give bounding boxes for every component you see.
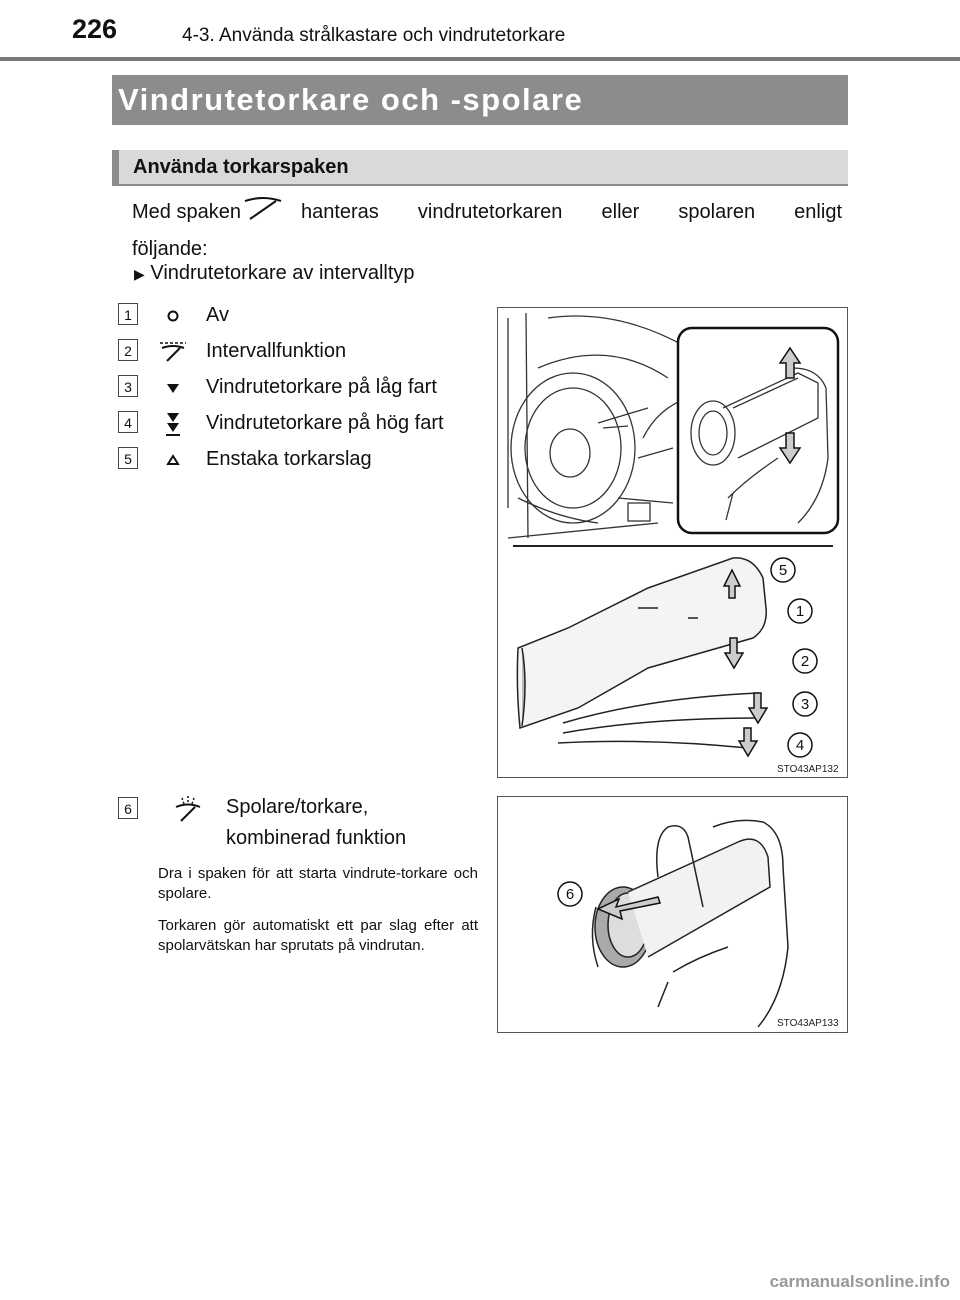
item-label-5: Enstaka torkarslag: [206, 448, 372, 470]
header-rule: [0, 57, 960, 61]
item-number-3: 3: [118, 375, 138, 397]
callout-2-circle: [792, 648, 818, 674]
intro-text-end: följande:: [132, 238, 208, 260]
item-label-3: Vindrutetorkare på låg fart: [206, 376, 437, 398]
item-number-2: 2: [118, 339, 138, 361]
item-number-5: 5: [118, 447, 138, 469]
item-label-2: Intervallfunktion: [206, 340, 347, 362]
figure-2-id: STO43AP133: [777, 1018, 839, 1029]
callout-6-label: 6: [566, 886, 574, 903]
intro-text-start: Med spaken: [132, 201, 241, 223]
callout-1-circle: [787, 598, 813, 624]
item-label-6-line1: Spolare/torkare,: [226, 796, 369, 818]
item-number-4: 4: [118, 411, 138, 433]
page-number: 226: [72, 14, 118, 44]
callout-4-circle: [787, 732, 813, 758]
subsection-title: Använda torkarspaken: [112, 150, 848, 186]
bullet-text: Vindrutetorkare av intervalltyp: [150, 262, 415, 284]
figure-wiper-lever: 5 1 2 3 4: [497, 307, 848, 778]
single-triangle-down-icon: [158, 376, 188, 400]
watermark-text: carmanualsonline.info: [769, 1272, 950, 1291]
callout-3-label: 3: [801, 696, 809, 713]
bullet-arrow-icon: ▶: [134, 266, 145, 282]
item-number-1: 1: [118, 303, 138, 325]
double-triangle-down-icon: [158, 410, 188, 438]
callout-5-label: 5: [779, 562, 787, 579]
intro-paragraph: Med spaken hanteras vindrutetorkaren ell…: [132, 196, 842, 266]
wiper-lever-illustration: 5 1 2 3 4: [507, 312, 840, 758]
item-number-6: 6: [118, 797, 138, 819]
intro-text-mid: hanteras vindrutetorkaren eller spolaren…: [300, 201, 842, 223]
item-label-4: Vindrutetorkare på hög fart: [206, 412, 444, 434]
item-label-1: Av: [206, 304, 229, 326]
item-label-6-line2: kombinerad funktion: [226, 827, 407, 849]
figure-1-id: STO43AP132: [777, 764, 839, 775]
item-label-6: Spolare/torkare, kombinerad funktion: [226, 792, 406, 854]
intermittent-wiper-icon: [158, 340, 188, 364]
off-circle-icon: [158, 304, 188, 328]
wiper-lever-icon: [241, 196, 301, 233]
washer-lever-illustration: 6: [557, 819, 789, 1028]
callout-4-label: 4: [796, 737, 804, 754]
note-1: Dra i spaken för att starta vindrute-tor…: [158, 865, 478, 902]
callout-6-circle: [557, 881, 583, 907]
note-2: Torkaren gör automatiskt ett par slag ef…: [158, 917, 478, 954]
callout-3-circle: [792, 691, 818, 717]
washer-wiper-icon: [172, 794, 202, 824]
callout-2-label: 2: [801, 653, 809, 670]
section-heading: 4-3. Använda strålkastare och vindruteto…: [182, 25, 566, 46]
bullet-heading: ▶ Vindrutetorkare av intervalltyp: [134, 262, 415, 285]
callout-1-label: 1: [796, 603, 804, 620]
triangle-up-outline-icon: [158, 448, 188, 472]
figure-washer-lever: 6: [497, 796, 848, 1033]
callout-5-circle: [770, 557, 796, 583]
page-title: Vindrutetorkare och -spolare: [112, 75, 848, 125]
